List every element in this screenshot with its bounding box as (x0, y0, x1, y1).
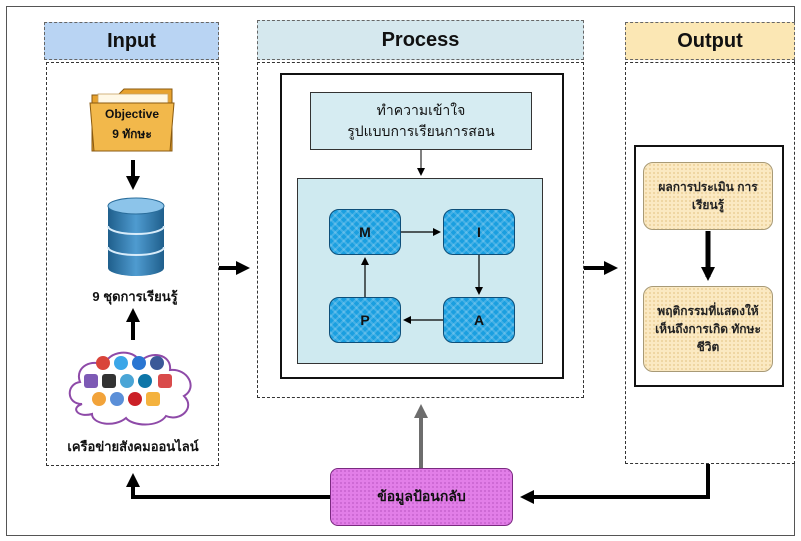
arrow-output-to-feedback (520, 464, 710, 504)
output-header: Output (625, 22, 795, 60)
network-label: เครือข่ายสังคมออนไลน์ (67, 439, 199, 454)
folder-line1: Objective (104, 107, 160, 121)
node-i-text: I (477, 224, 481, 240)
arrow-feedback-to-input (126, 473, 330, 499)
icon-dropbox (132, 356, 146, 370)
behavior-box: พฤติกรรมที่แสดงให้ เห็นถึงการเกิด ทักษะช… (643, 286, 773, 372)
database-icon (106, 196, 166, 278)
icon-music (84, 374, 98, 388)
icon-linkedin (138, 374, 152, 388)
icon-rss (92, 392, 106, 406)
feedback-text: ข้อมูลป้อนกลับ (377, 488, 466, 504)
input-header-text: Input (107, 29, 156, 52)
understanding-line1: ทำความเข้าใจ (376, 102, 466, 118)
evaluation-box: ผลการประเมิน การเรียนรู้ (643, 162, 773, 230)
icon-pinterest (128, 392, 142, 406)
icon-search (110, 392, 124, 406)
icon-folder (146, 392, 160, 406)
icon-google-plus (96, 356, 110, 370)
understanding-box: ทำความเข้าใจ รูปแบบการเรียนการสอน (310, 92, 532, 150)
behavior-text: พฤติกรรมที่แสดงให้ เห็นถึงการเกิด ทักษะช… (655, 304, 761, 354)
node-i: I (443, 209, 515, 255)
icon-camera (158, 374, 172, 388)
social-network-cloud (62, 344, 202, 428)
input-header: Input (44, 22, 219, 60)
feedback-box: ข้อมูลป้อนกลับ (330, 468, 513, 526)
evaluation-text: ผลการประเมิน การเรียนรู้ (658, 180, 758, 212)
process-header-text: Process (381, 28, 460, 51)
understanding-line2: รูปแบบการเรียนการสอน (347, 123, 495, 139)
icon-twitter (114, 356, 128, 370)
node-a: A (443, 297, 515, 343)
node-p: P (329, 297, 401, 343)
node-m-text: M (359, 224, 371, 240)
node-p-text: P (360, 312, 370, 328)
node-a-text: A (473, 312, 485, 328)
node-m: M (329, 209, 401, 255)
output-header-text: Output (677, 29, 743, 52)
database-label: 9 ชุดการเรียนรู้ (92, 289, 178, 304)
process-header: Process (257, 20, 584, 60)
icon-share (120, 374, 134, 388)
folder-icon: Objective 9 ทักษะ (88, 85, 176, 155)
icon-facebook (150, 356, 164, 370)
folder-line2: 9 ทักษะ (112, 127, 152, 141)
icon-video (102, 374, 116, 388)
